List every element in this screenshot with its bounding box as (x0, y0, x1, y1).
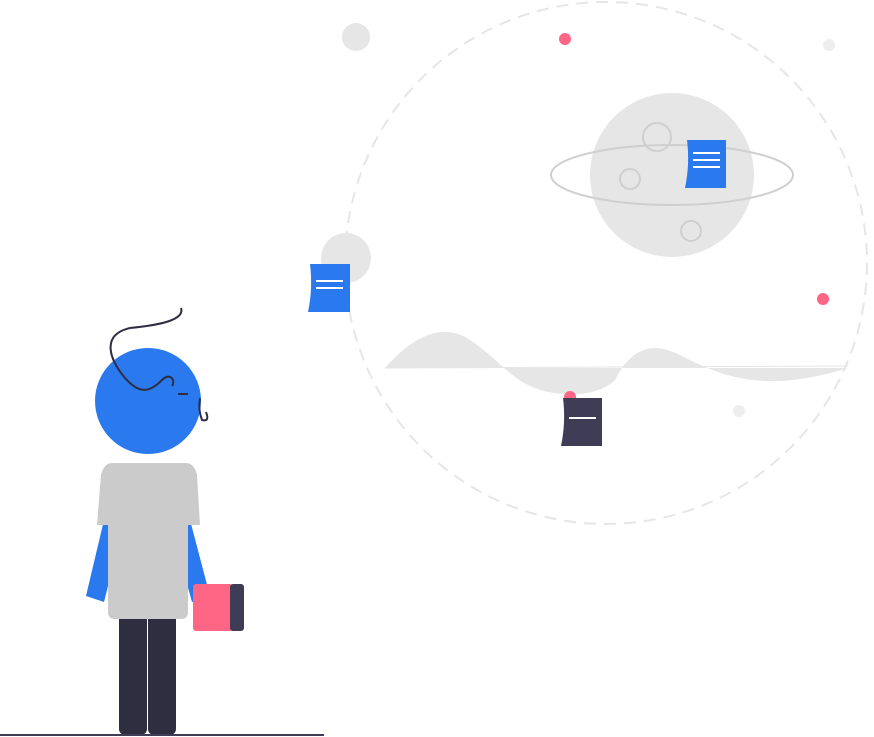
bag-side (230, 584, 244, 631)
head (95, 348, 201, 454)
crater (680, 220, 702, 242)
crater (619, 168, 641, 190)
star-dot-light (823, 39, 835, 51)
hair-strand (109, 307, 183, 391)
star-dot-pink (817, 293, 829, 305)
star-dot-pink (559, 33, 571, 45)
star-dot-light (733, 405, 745, 417)
planet-ring (550, 144, 794, 206)
document-icon-blue (685, 140, 726, 188)
orbit-dashed-circle (344, 1, 868, 525)
document-icon-dark (561, 398, 602, 446)
wave-hills (385, 331, 848, 395)
nose (198, 397, 209, 422)
bubble-gray-large (342, 23, 370, 51)
crater (642, 122, 672, 152)
planet (550, 93, 794, 257)
leg (148, 612, 176, 735)
bag (193, 584, 233, 631)
document-icon-blue (308, 264, 350, 312)
horizon-line (384, 365, 849, 369)
person (86, 307, 244, 735)
leg (119, 612, 147, 735)
torso (97, 463, 200, 619)
